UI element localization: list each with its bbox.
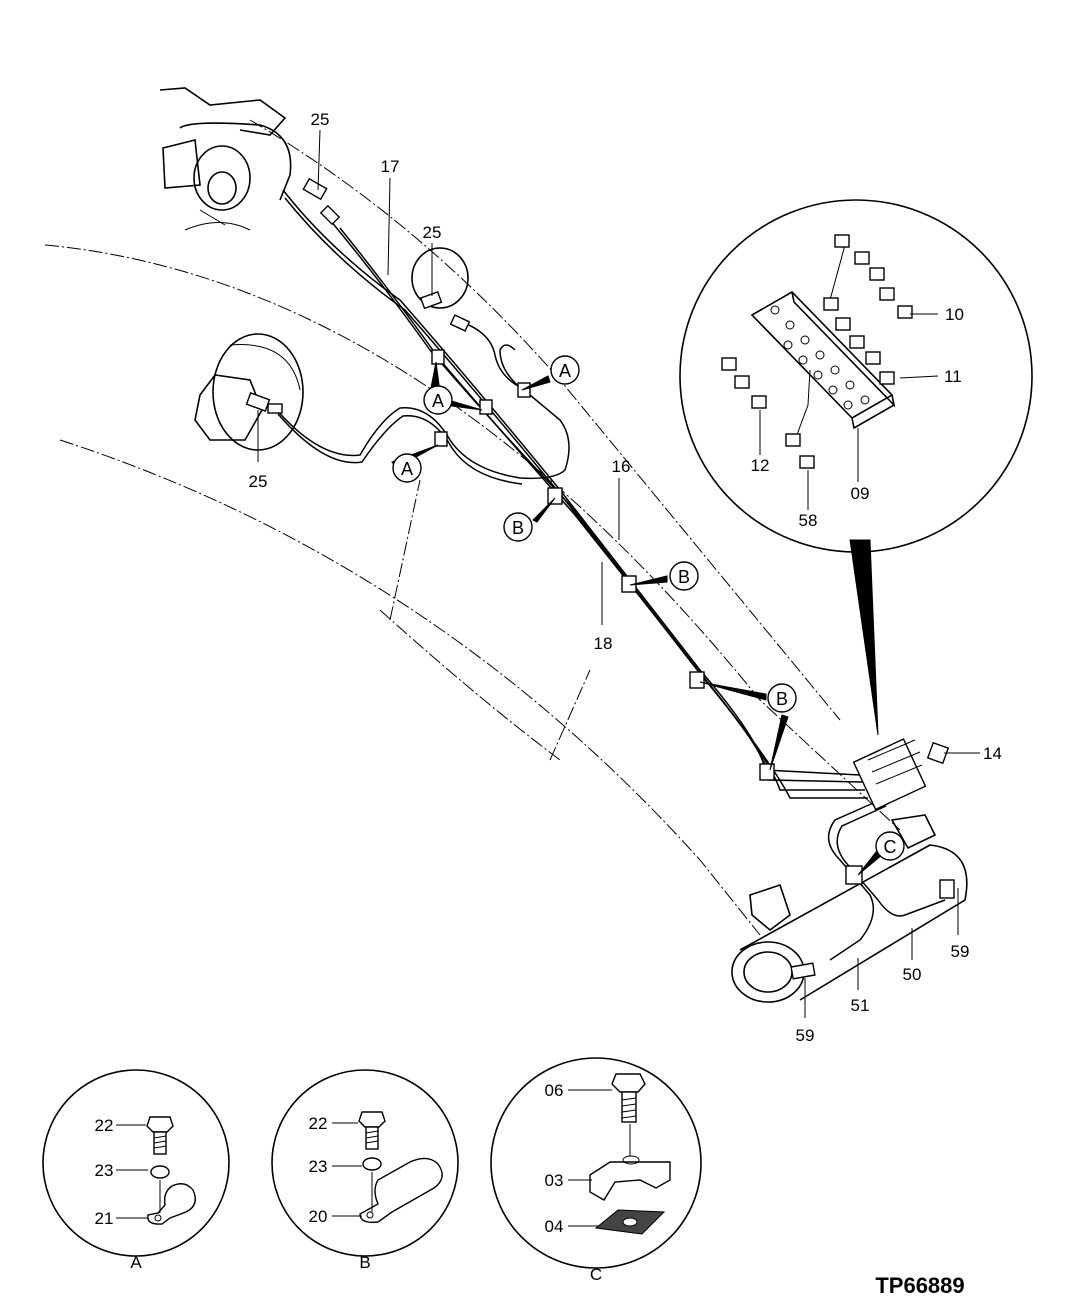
detail-c-caption: C xyxy=(590,1265,602,1284)
detail-a-caption: A xyxy=(130,1253,142,1272)
detail-a-part-1: 22 xyxy=(95,1116,114,1135)
callout-circles: A A A B B B C xyxy=(392,355,905,861)
callout-b-label: B xyxy=(776,689,788,709)
part-label-18: 18 xyxy=(594,634,613,653)
clamp-icon xyxy=(359,1157,443,1224)
bolt-icon xyxy=(611,1073,646,1123)
callout-b-label: B xyxy=(678,567,690,587)
detail-b-caption: B xyxy=(359,1253,370,1272)
drawing-number: TP66889 xyxy=(875,1273,964,1298)
part-label-16: 16 xyxy=(612,457,631,476)
callout-c-label: C xyxy=(884,837,897,857)
clamp-icon xyxy=(589,1155,671,1201)
detail-b-part-3: 20 xyxy=(309,1207,328,1226)
part-label-50: 50 xyxy=(903,965,922,984)
washer-icon xyxy=(362,1157,382,1171)
part-label-51: 51 xyxy=(851,996,870,1015)
part-label-25-mid: 25 xyxy=(423,223,442,242)
part-label-09: 09 xyxy=(851,484,870,503)
fittings xyxy=(245,177,955,980)
manifold-detail xyxy=(679,199,1033,736)
leader-lines xyxy=(257,129,980,1018)
callout-b-1: B xyxy=(503,512,533,542)
detail-b: 22 23 20 B xyxy=(271,1069,459,1272)
callout-b-label: B xyxy=(512,518,524,538)
callout-a-label: A xyxy=(559,361,571,381)
callout-a-1: A xyxy=(550,355,580,385)
boom-outline xyxy=(44,119,901,936)
upper-pin-boss xyxy=(159,87,292,226)
part-label-12: 12 xyxy=(751,456,770,475)
detail-c-part-2: 03 xyxy=(545,1171,564,1190)
part-label-58: 58 xyxy=(799,511,818,530)
callout-b-2: B xyxy=(669,561,699,591)
part-number-labels: 25 17 25 25 16 18 10 11 12 09 58 14 59 5… xyxy=(249,110,1002,1045)
callout-b-3: B xyxy=(767,683,797,713)
hose-clamps xyxy=(431,349,863,885)
callout-a-label: A xyxy=(401,459,413,479)
part-label-14: 14 xyxy=(983,744,1002,763)
manifold-ports xyxy=(770,305,870,410)
grease-nipples xyxy=(721,234,913,469)
bolt-icon xyxy=(146,1116,174,1155)
part-label-59-right: 59 xyxy=(951,942,970,961)
bolt-icon xyxy=(358,1111,386,1150)
callout-a-label: A xyxy=(432,391,444,411)
part-label-25-top: 25 xyxy=(311,110,330,129)
detail-c-part-3: 04 xyxy=(545,1217,564,1236)
detail-a-part-3: 21 xyxy=(95,1209,114,1228)
detail-c: 06 03 04 C xyxy=(490,1057,702,1284)
callout-a-3: A xyxy=(392,453,422,483)
washer-icon xyxy=(150,1165,170,1179)
bottom-pin-boss xyxy=(731,814,968,1003)
plate-icon xyxy=(594,1209,666,1235)
clamp-icon xyxy=(147,1183,196,1225)
callout-c-1: C xyxy=(875,831,905,861)
part-label-11: 11 xyxy=(944,367,962,386)
detail-c-part-1: 06 xyxy=(545,1081,564,1100)
part-label-25-left: 25 xyxy=(249,472,268,491)
cylinder-boss xyxy=(194,247,469,451)
detail-b-part-2: 23 xyxy=(309,1157,328,1176)
detail-b-part-1: 22 xyxy=(309,1114,328,1133)
detail-a: 22 23 21 A xyxy=(42,1069,230,1272)
callout-a-2: A xyxy=(423,385,453,415)
detail-a-part-2: 23 xyxy=(95,1161,114,1180)
part-label-59-bottom: 59 xyxy=(796,1026,815,1045)
part-label-17: 17 xyxy=(381,157,400,176)
part-label-10: 10 xyxy=(945,305,964,324)
hose-bundle xyxy=(274,189,946,961)
